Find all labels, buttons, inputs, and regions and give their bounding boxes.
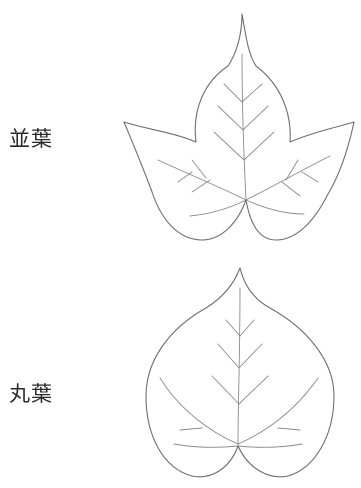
round-leaf-illustration — [145, 267, 335, 478]
leaf-label-maruba: 丸葉 — [9, 382, 53, 406]
round-leaf-veins — [159, 287, 319, 448]
leaf-label-namiba: 並葉 — [9, 127, 53, 151]
lobed-leaf-outline — [123, 13, 355, 241]
lobed-leaf-veins — [157, 53, 331, 217]
lobed-leaf-illustration — [123, 13, 355, 241]
round-leaf-outline — [145, 267, 335, 478]
